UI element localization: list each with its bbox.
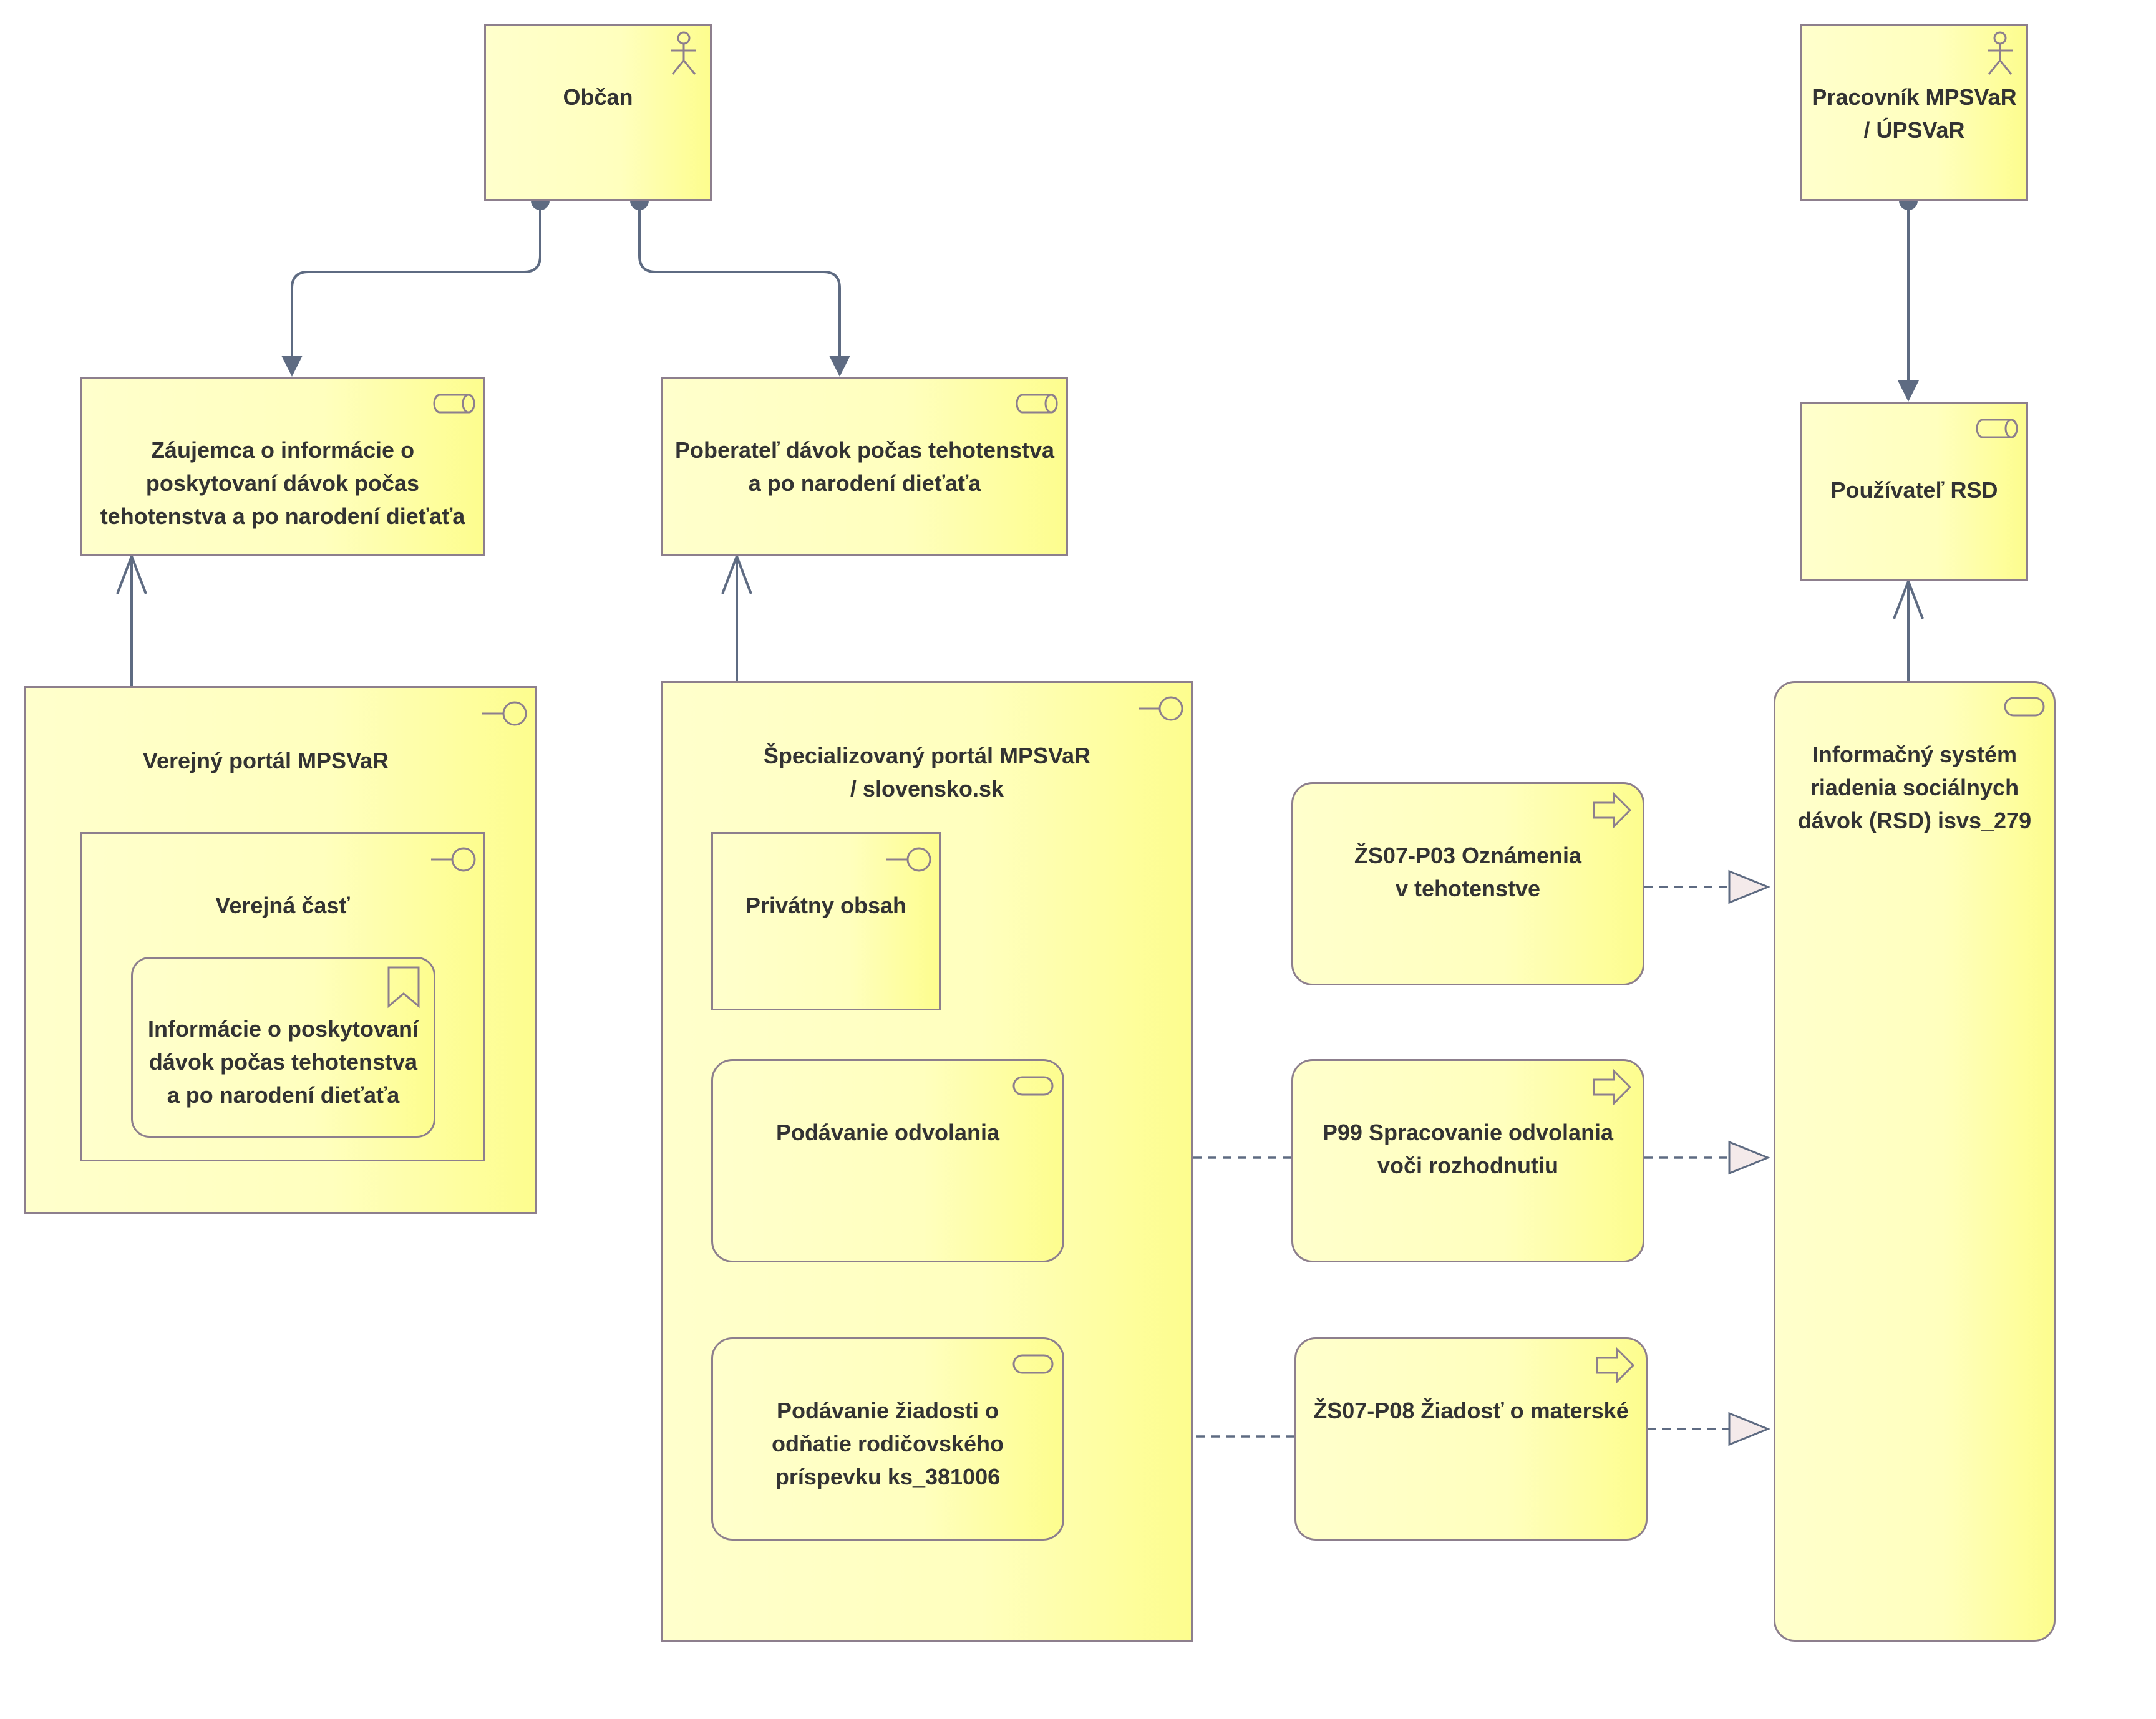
node-label: Verejná časť bbox=[215, 893, 350, 918]
process-arrow-icon bbox=[1596, 1347, 1635, 1384]
node-privatny-obsah[interactable]: Privátny obsah bbox=[711, 832, 941, 1010]
service-icon bbox=[1012, 1354, 1054, 1374]
node-label: ŽS07-P08 Žiadosť o materské bbox=[1313, 1398, 1629, 1423]
node-is-rsd[interactable]: Informačný systém riadenia sociálnych dá… bbox=[1774, 681, 2056, 1642]
node-label: Informačný systém riadenia sociálnych dá… bbox=[1797, 742, 2032, 833]
edge-obcan-poberatel bbox=[630, 191, 850, 377]
node-label: P99 Spracovanie odvolania voči rozhodnut… bbox=[1322, 1120, 1614, 1178]
node-podavanie-ziadosti[interactable]: Podávanie žiadosti o odňatie rodičovskéh… bbox=[711, 1337, 1064, 1541]
node-informacie[interactable]: Informácie o poskytovaní dávok počas teh… bbox=[131, 957, 435, 1138]
service-icon bbox=[1012, 1076, 1054, 1096]
edge-zs07p08-isrsd bbox=[1647, 1412, 1771, 1446]
service-icon bbox=[2004, 697, 2045, 717]
role-icon bbox=[1016, 394, 1058, 414]
node-zs07-p08[interactable]: ŽS07-P08 Žiadosť o materské bbox=[1294, 1337, 1648, 1541]
interface-icon bbox=[431, 847, 476, 872]
edge-p99-isrsd bbox=[1644, 1140, 1771, 1175]
node-label: Občan bbox=[563, 84, 633, 110]
node-zaujemca[interactable]: Záujemca o informácie o poskytovaní dávo… bbox=[80, 377, 485, 556]
interface-icon bbox=[1139, 696, 1183, 721]
node-label: Pracovník MPSVaR / ÚPSVaR bbox=[1812, 84, 2017, 143]
node-p99[interactable]: P99 Spracovanie odvolania voči rozhodnut… bbox=[1291, 1059, 1644, 1262]
role-icon bbox=[1976, 419, 2018, 438]
actor-icon bbox=[671, 31, 696, 75]
interface-icon bbox=[886, 847, 931, 872]
edge-zs07p03-isrsd bbox=[1644, 869, 1771, 904]
node-pracovnik[interactable]: Pracovník MPSVaR / ÚPSVaR bbox=[1800, 24, 2028, 201]
node-label: Informácie o poskytovaní dávok počas teh… bbox=[147, 1016, 419, 1108]
process-arrow-icon bbox=[1593, 792, 1632, 829]
edge-pracovnik-pouzivatel bbox=[1898, 191, 1919, 402]
node-label: Podávanie žiadosti o odňatie rodičovskéh… bbox=[771, 1398, 1004, 1489]
node-label: Špecializovaný portál MPSVaR / slovensko… bbox=[763, 743, 1091, 801]
node-label: Poberateľ dávok počas tehotenstva a po n… bbox=[674, 437, 1055, 496]
node-podavanie-odvolania[interactable]: Podávanie odvolania bbox=[711, 1059, 1064, 1262]
process-arrow-icon bbox=[1593, 1068, 1632, 1106]
role-icon bbox=[433, 394, 475, 414]
node-label: Záujemca o informácie o poskytovaní dávo… bbox=[100, 437, 465, 529]
node-zs07-p03[interactable]: ŽS07-P03 Oznámenia v tehotenstve bbox=[1291, 782, 1644, 985]
edge-obcan-zaujemca bbox=[281, 191, 550, 377]
actor-icon bbox=[1988, 31, 2013, 75]
edge-isrsd-pouzivatel bbox=[1893, 578, 1924, 681]
node-label: Používateľ RSD bbox=[1830, 477, 1998, 503]
node-label: Verejný portál MPSVaR bbox=[142, 748, 389, 773]
node-obcan[interactable]: Občan bbox=[484, 24, 712, 201]
interface-icon bbox=[482, 701, 527, 726]
node-label: ŽS07-P03 Oznámenia v tehotenstve bbox=[1354, 843, 1582, 901]
node-label: Podávanie odvolania bbox=[775, 1120, 1000, 1145]
node-label: Privátny obsah bbox=[745, 893, 907, 918]
bookmark-icon bbox=[387, 966, 420, 1009]
node-poberatel[interactable]: Poberateľ dávok počas tehotenstva a po n… bbox=[661, 377, 1068, 556]
node-pouzivatel[interactable]: Používateľ RSD bbox=[1800, 402, 2028, 581]
